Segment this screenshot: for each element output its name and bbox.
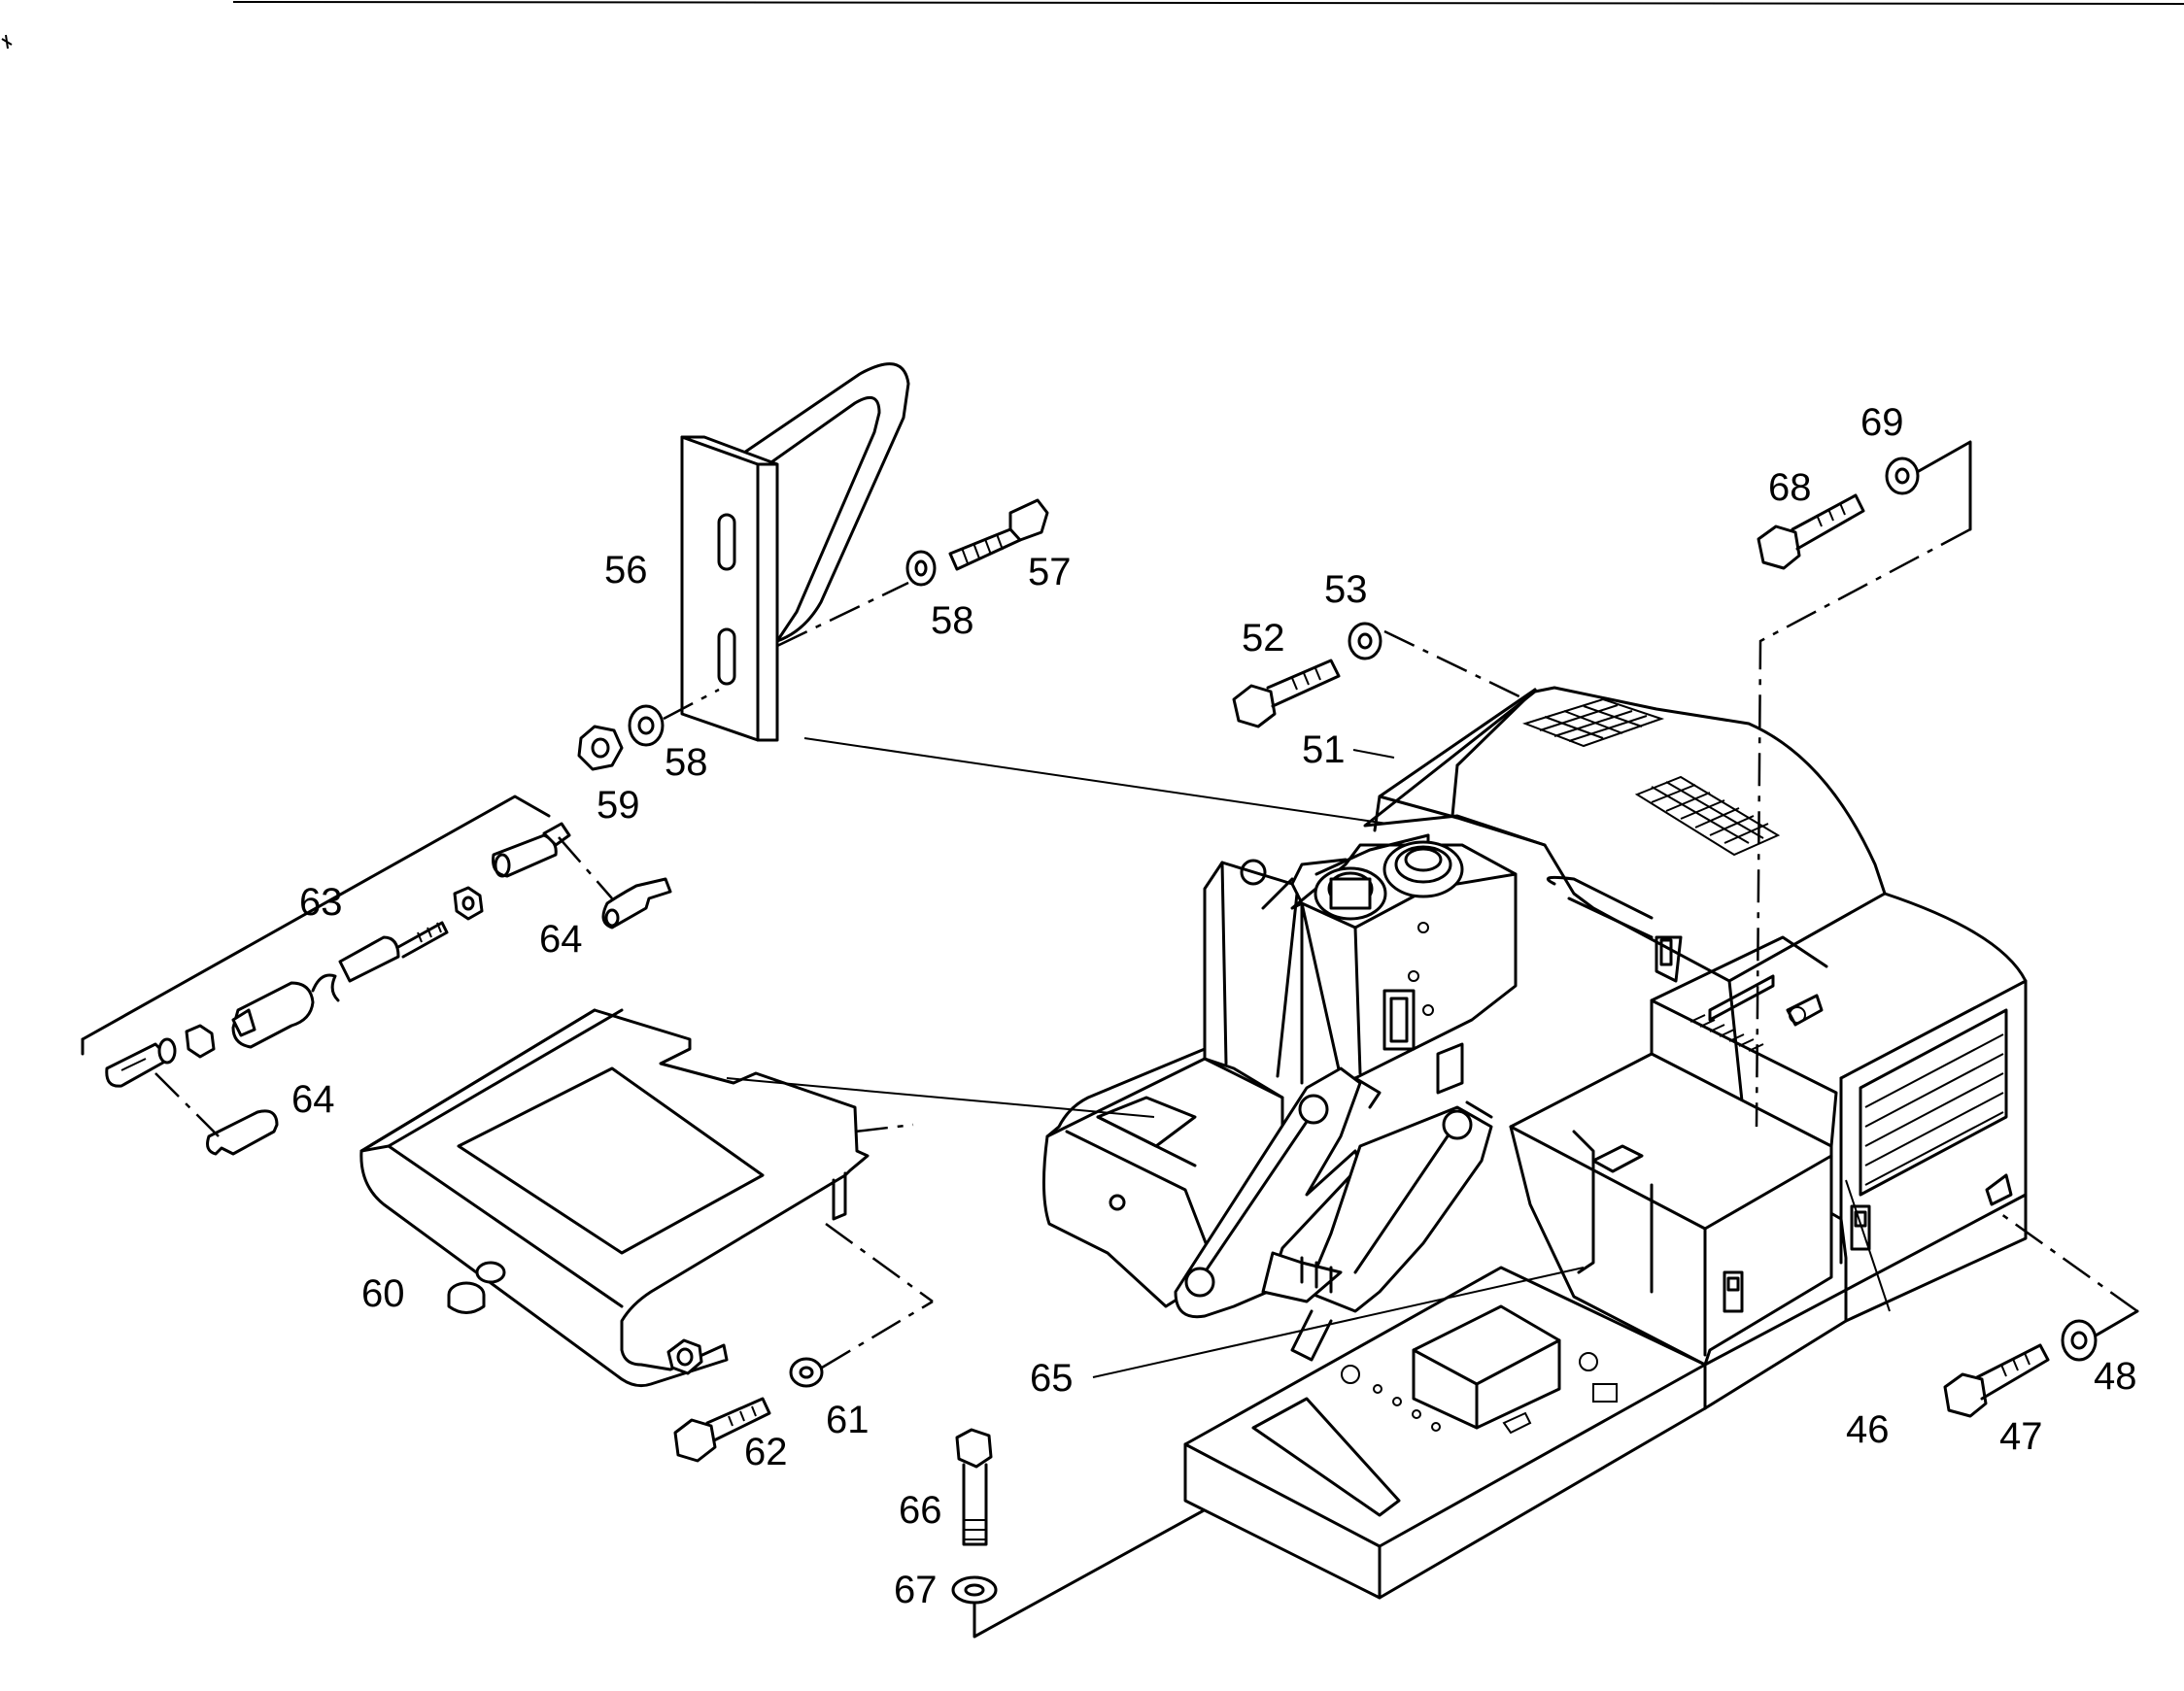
- washer-53: [1348, 622, 1382, 660]
- cover-guard: [359, 1008, 870, 1388]
- leader-46: [1845, 1179, 1891, 1312]
- washer-61: [789, 1357, 824, 1388]
- leader-51: [1352, 749, 1395, 759]
- washer-58-upper: [905, 550, 937, 587]
- bolt-57: [948, 498, 1049, 571]
- scan-speck: [1, 34, 13, 50]
- vent-grid-mid: [1634, 775, 1781, 857]
- pin-64-lower: [206, 1109, 279, 1156]
- callout-61: 61: [826, 1399, 870, 1441]
- scan-edge-line: [232, 1, 2184, 5]
- callout-64-upper: 64: [539, 918, 583, 961]
- handle-bracket-56: [680, 362, 910, 742]
- callout-58-upper: 58: [931, 599, 974, 642]
- leader-guard: [726, 1077, 1155, 1118]
- callout-65: 65: [1030, 1357, 1074, 1400]
- callout-62: 62: [744, 1431, 788, 1473]
- washer-48: [2061, 1319, 2098, 1362]
- washer-67: [951, 1575, 998, 1605]
- shaft-assembly-63: [81, 795, 571, 1088]
- callout-63: 63: [299, 881, 343, 924]
- callout-48: 48: [2094, 1355, 2137, 1398]
- nut-59: [577, 725, 624, 771]
- callout-51: 51: [1302, 728, 1346, 771]
- callout-68: 68: [1768, 466, 1812, 509]
- callout-46: 46: [1846, 1408, 1890, 1451]
- knob-60: [447, 1261, 506, 1314]
- bolt-47: [1943, 1343, 2050, 1418]
- callout-67: 67: [894, 1569, 938, 1611]
- loader-arms: [1174, 1066, 1493, 1362]
- bolt-62: [673, 1397, 771, 1463]
- washer-58-lower: [628, 704, 665, 747]
- callout-57: 57: [1028, 551, 1072, 593]
- callout-60: 60: [361, 1272, 405, 1315]
- bolt-68: [1757, 493, 1865, 570]
- callout-47: 47: [1999, 1415, 2043, 1458]
- callout-56: 56: [604, 549, 648, 592]
- callout-66: 66: [899, 1489, 942, 1532]
- callout-53: 53: [1324, 568, 1368, 611]
- callout-64-lower: 64: [291, 1078, 335, 1121]
- callout-58-lower: 58: [665, 741, 708, 784]
- washer-69: [1885, 457, 1920, 495]
- machine-body: [1041, 686, 2028, 1600]
- vent-grid-top: [1521, 697, 1665, 748]
- bolt-52: [1232, 659, 1341, 728]
- leader-65: [1092, 1267, 1585, 1378]
- callout-69: 69: [1860, 401, 1904, 444]
- pin-64-upper: [601, 877, 672, 930]
- callout-52: 52: [1242, 617, 1285, 659]
- callout-59: 59: [597, 784, 640, 827]
- leader-56: [803, 737, 1388, 825]
- bolt-66: [955, 1428, 993, 1546]
